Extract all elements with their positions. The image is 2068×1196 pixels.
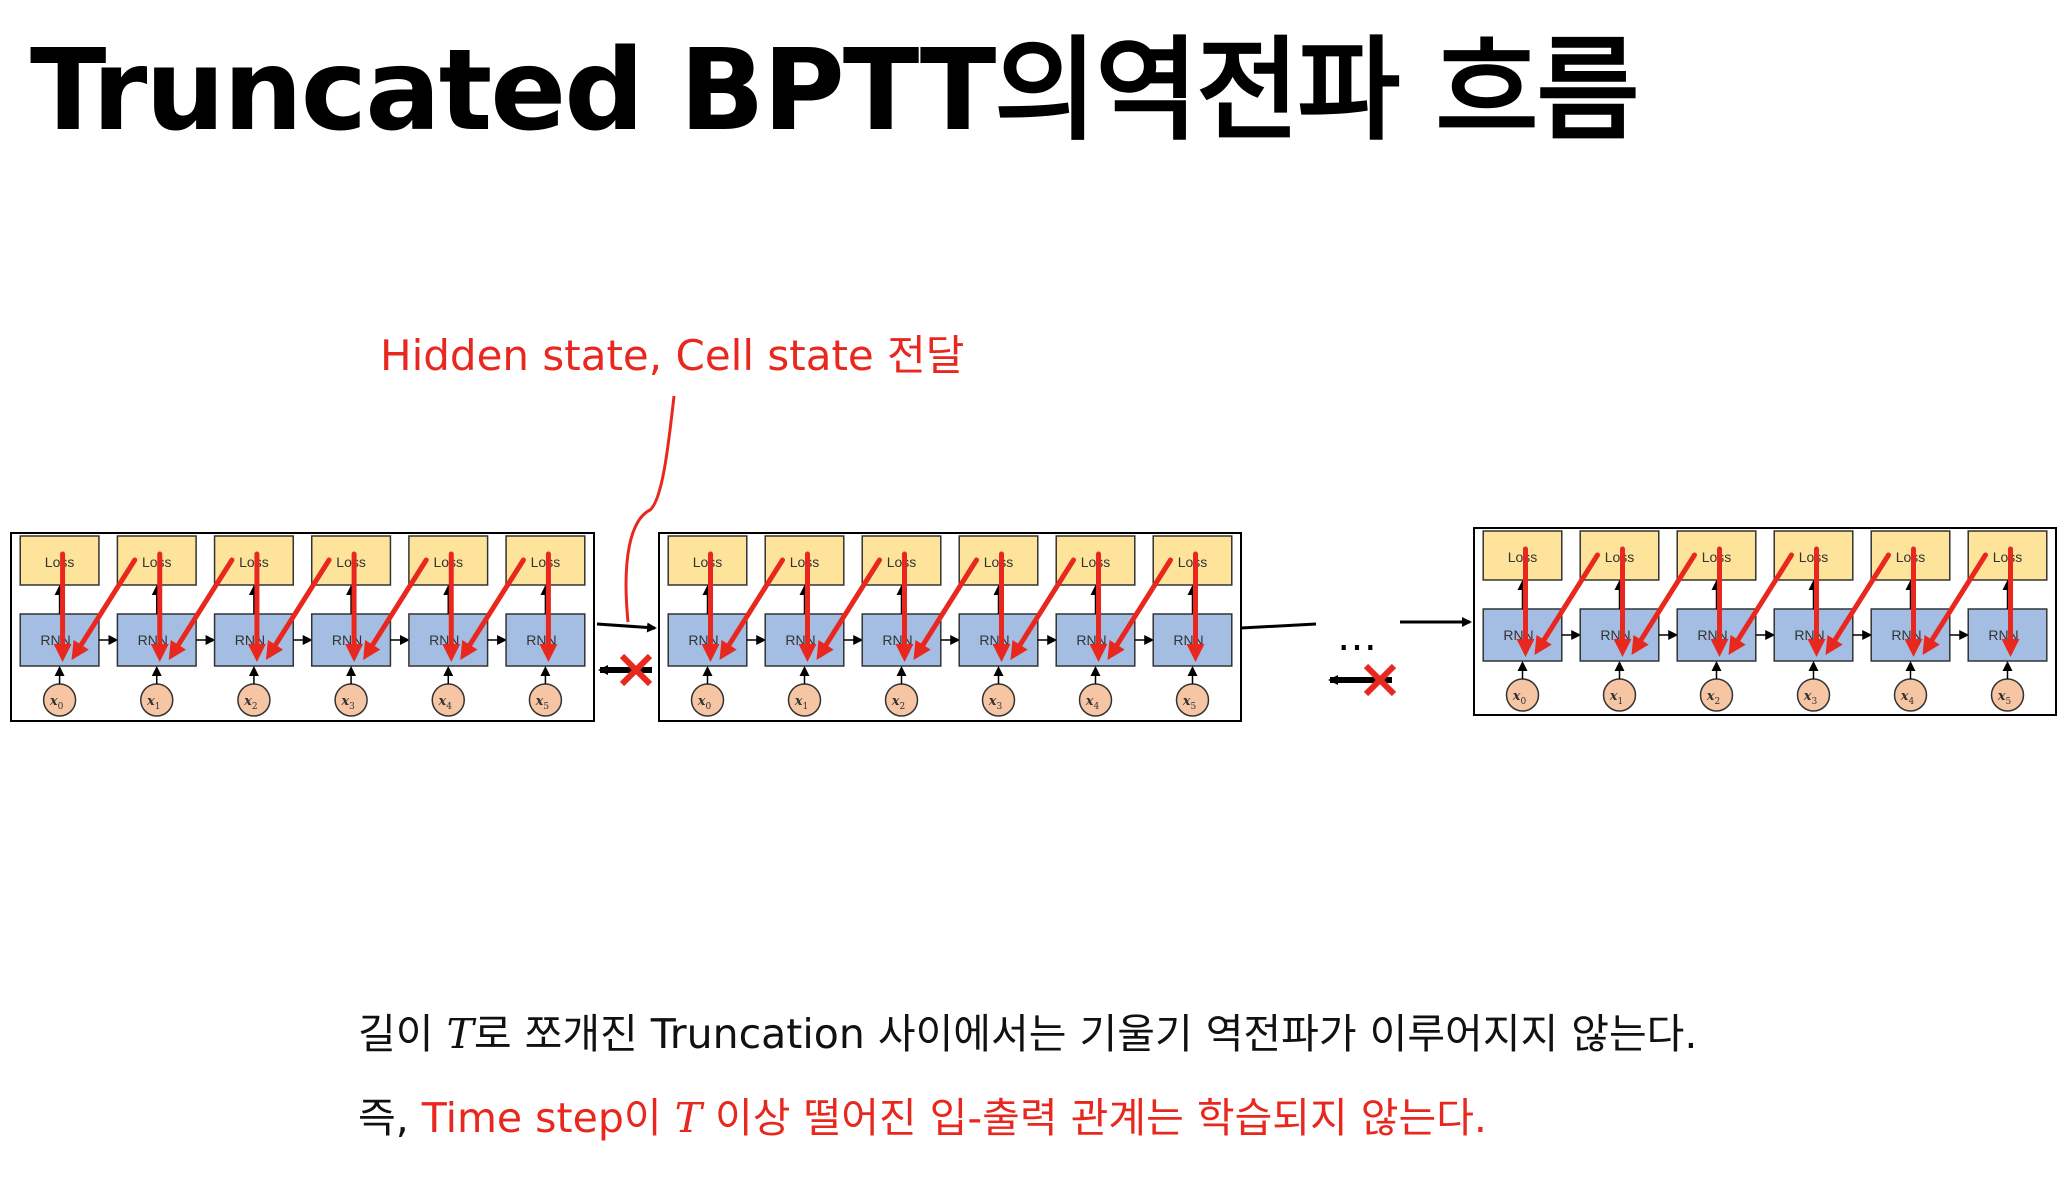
block-frame	[658, 532, 1242, 722]
ellipsis: …	[1337, 614, 1377, 660]
backprop-diagonal-arrow	[168, 557, 235, 660]
loss-box	[1676, 530, 1757, 581]
backprop-diagonal-arrow	[71, 557, 138, 660]
annotation-label: Hidden state, Cell state 전달	[380, 331, 964, 380]
backprop-vertical-arrow	[895, 551, 914, 662]
loss-box	[1870, 530, 1951, 581]
backprop-diagonal-arrow	[460, 557, 526, 660]
backprop-vertical-arrow	[1089, 551, 1108, 662]
forward-arrow-1-2	[596, 622, 657, 633]
loss-label: Loss	[1605, 549, 1635, 565]
loss-label: Loss	[1993, 549, 2023, 565]
loss-box	[19, 535, 100, 586]
backprop-vertical-arrow	[247, 551, 266, 662]
backprop-vertical-arrow	[345, 551, 364, 662]
block-frame	[10, 532, 595, 722]
loss-box	[667, 535, 748, 586]
variable-T: T	[446, 1010, 474, 1058]
loss-label: Loss	[142, 554, 172, 570]
loss-box	[861, 535, 942, 586]
loss-box	[1579, 530, 1660, 581]
backprop-diagonal-arrow	[265, 557, 332, 660]
loss-label: Loss	[336, 554, 366, 570]
loss-label: Loss	[1896, 549, 1926, 565]
backprop-vertical-arrow	[798, 551, 817, 662]
connector-2-ellipsis	[1240, 622, 1317, 630]
backprop-vertical-arrow	[1904, 546, 1923, 657]
backprop-vertical-arrow	[442, 551, 461, 662]
loss-label: Loss	[433, 554, 463, 570]
annotation-leader-line	[624, 395, 676, 623]
backprop-vertical-arrow	[2001, 546, 2020, 657]
loss-label: Loss	[1508, 549, 1538, 565]
backprop-diagonal-arrow	[1010, 557, 1076, 660]
loss-label: Loss	[887, 554, 917, 570]
backprop-vertical-arrow	[1613, 546, 1632, 657]
variable-T: T	[674, 1094, 702, 1142]
page-title: Truncated BPTT의역전파 흐름	[30, 26, 1639, 156]
rnn-box	[1967, 608, 2048, 662]
backprop-vertical-arrow	[53, 551, 72, 662]
caption-line-2: 즉, Time step이 T 이상 떨어진 입-출력 관계는 학습되지 않는다…	[358, 1094, 1487, 1142]
backprop-diagonal-arrow	[1534, 552, 1600, 655]
backprop-diagonal-arrow	[1631, 552, 1697, 655]
caption-line-1: 길이 T로 쪼개진 Truncation 사이에서는 기울기 역전파가 이루어지…	[358, 1010, 1698, 1058]
backprop-vertical-arrow	[539, 551, 558, 662]
backprop-diagonal-arrow	[363, 557, 429, 660]
backprop-diagonal-arrow	[719, 557, 785, 660]
truncation-block-3: LossRNNx0LossRNNx1LossRNNx2LossRNNx3Loss…	[1473, 527, 2057, 716]
backprop-vertical-arrow	[1186, 551, 1205, 662]
loss-label: Loss	[239, 554, 269, 570]
backprop-diagonal-arrow	[913, 557, 979, 660]
backprop-vertical-arrow	[150, 551, 169, 662]
backprop-vertical-arrow	[1807, 546, 1826, 657]
loss-label: Loss	[984, 554, 1014, 570]
block-frame	[1473, 527, 2057, 716]
loss-label: Loss	[790, 554, 820, 570]
truncation-block-1: LossRNNx0LossRNNx1LossRNNx2LossRNNx3Loss…	[10, 532, 595, 722]
backprop-vertical-arrow	[992, 551, 1011, 662]
loss-box	[116, 535, 197, 586]
loss-box	[310, 535, 392, 586]
loss-label: Loss	[45, 554, 75, 570]
backprop-vertical-arrow	[1516, 546, 1535, 657]
backprop-diagonal-arrow	[1728, 552, 1794, 655]
loss-label: Loss	[1702, 549, 1732, 565]
loss-label: Loss	[693, 554, 723, 570]
caption: 길이 T로 쪼개진 Truncation 사이에서는 기울기 역전파가 이루어지…	[358, 992, 1697, 1160]
loss-label: Loss	[1799, 549, 1829, 565]
loss-label: Loss	[1081, 554, 1111, 570]
backprop-diagonal-arrow	[1922, 552, 1988, 655]
backprop-diagonal-arrow	[816, 557, 882, 660]
loss-box	[213, 535, 295, 586]
blocked-backprop-1	[598, 653, 653, 687]
blocked-backprop-2	[1328, 663, 1397, 697]
loss-box	[408, 535, 489, 586]
loss-box	[1055, 535, 1136, 586]
backprop-vertical-arrow	[701, 551, 720, 662]
backprop-diagonal-arrow	[1825, 552, 1891, 655]
loss-label: Loss	[1178, 554, 1208, 570]
backprop-diagonal-arrow	[1107, 557, 1173, 660]
backprop-vertical-arrow	[1710, 546, 1729, 657]
loss-box	[958, 535, 1039, 586]
loss-box	[505, 535, 586, 586]
loss-box	[1152, 535, 1233, 586]
truncation-block-2: LossRNNx0LossRNNx1LossRNNx2LossRNNx3Loss…	[658, 532, 1242, 722]
loss-label: Loss	[531, 554, 561, 570]
